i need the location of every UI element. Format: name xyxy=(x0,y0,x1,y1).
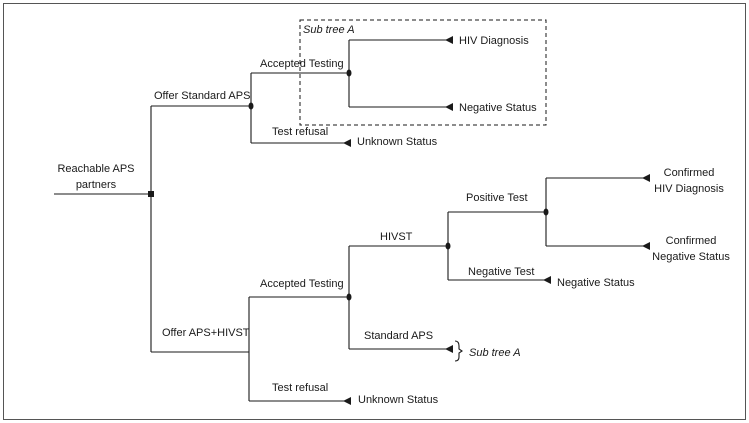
subtree-a-title: Sub tree A xyxy=(303,24,355,36)
confirmed-negative-label-line1: Confirmed xyxy=(666,235,717,247)
hivst-label: HIVST xyxy=(380,231,413,243)
terminal-node-unknown-status xyxy=(343,139,351,147)
hivst-negative-status-label: Negative Status xyxy=(557,277,635,289)
terminal-node-standard-aps xyxy=(445,345,453,353)
terminal-node-hiv-diagnosis xyxy=(445,36,453,44)
terminal-node-hivst-unknown-status xyxy=(343,397,351,405)
terminal-node-confirmed-hiv xyxy=(642,174,650,182)
diagram-frame xyxy=(3,3,746,420)
root-label-line2: partners xyxy=(76,179,117,191)
subtree-ref-brace xyxy=(454,340,463,362)
root-node-group: Reachable APS partners xyxy=(54,106,154,352)
branch-standard-aps: Offer Standard APS Accepted Testing HIV … xyxy=(151,19,547,148)
negative-test-label: Negative Test xyxy=(468,266,534,278)
standard-unknown-status-label: Unknown Status xyxy=(357,136,438,148)
positive-test-label: Positive Test xyxy=(466,192,528,204)
hivst-unknown-status-label: Unknown Status xyxy=(358,394,439,406)
root-label-line1: Reachable APS xyxy=(57,163,134,175)
subtree-a-box xyxy=(299,19,547,126)
terminal-node-negative-status xyxy=(445,103,453,111)
confirmed-hiv-label-line2: HIV Diagnosis xyxy=(654,183,724,195)
terminal-node-confirmed-negative xyxy=(642,242,650,250)
standard-aps-label: Standard APS xyxy=(364,330,433,342)
subtree-a-reference-label: Sub tree A xyxy=(469,347,521,359)
standard-accepted-label: Accepted Testing xyxy=(260,58,344,70)
confirmed-negative-label-line2: Negative Status xyxy=(652,251,730,263)
hivst-refusal-label: Test refusal xyxy=(272,382,328,394)
offer-hivst-label: Offer APS+HIVST xyxy=(162,327,250,339)
terminal-node-hivst-negative-status xyxy=(543,276,551,284)
offer-standard-label: Offer Standard APS xyxy=(154,90,250,102)
confirmed-hiv-label-line1: Confirmed xyxy=(664,167,715,179)
standard-refusal-label: Test refusal xyxy=(272,126,328,138)
hivst-accepted-label: Accepted Testing xyxy=(260,278,344,290)
hiv-diagnosis-label: HIV Diagnosis xyxy=(459,35,529,47)
negative-status-label: Negative Status xyxy=(459,102,537,114)
branch-aps-hivst: Offer APS+HIVST Accepted Testing HIVST P… xyxy=(151,167,730,406)
